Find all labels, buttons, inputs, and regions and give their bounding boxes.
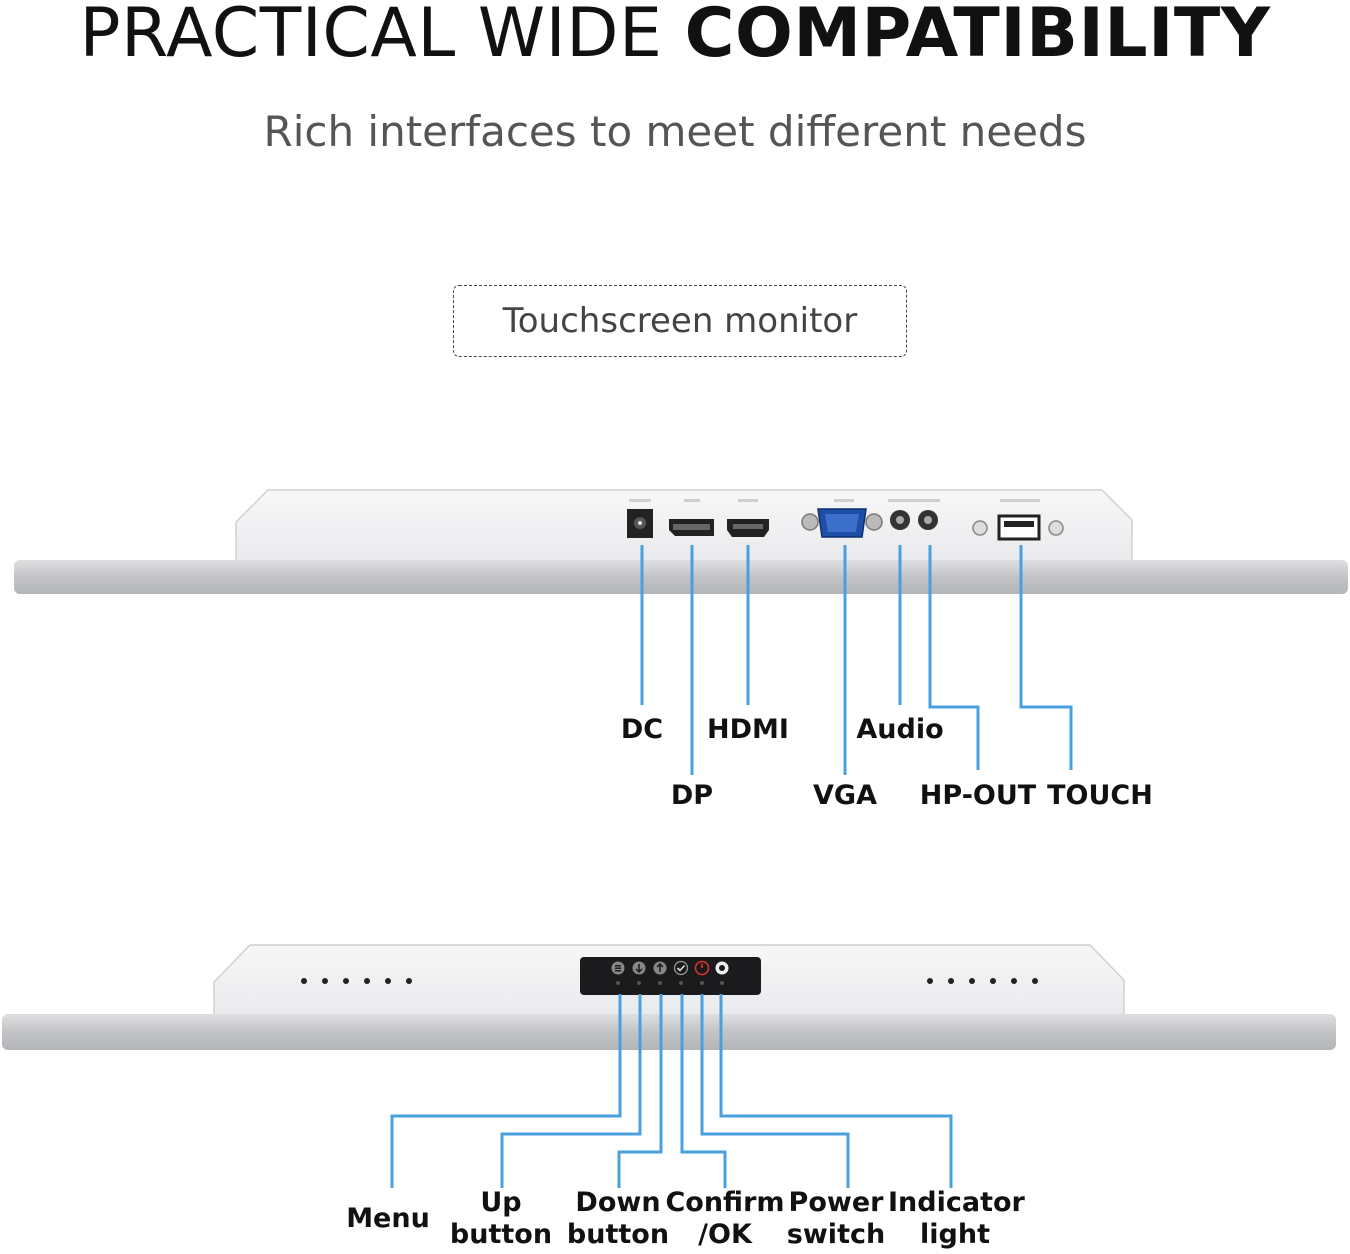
rear-port-panel: [14, 489, 1348, 594]
label-confirm-ok: Confirm /OK: [665, 1187, 785, 1250]
label-hdmi: HDMI: [707, 714, 789, 745]
page-subtitle: Rich interfaces to meet different needs: [263, 107, 1087, 156]
vga-port-icon: [801, 508, 883, 538]
label-power-switch: Power switch: [786, 1187, 886, 1250]
menu-icon: [611, 961, 625, 975]
label-touch: TOUCH: [1047, 780, 1153, 811]
label-vga: VGA: [813, 780, 877, 811]
label-down-button: Down button: [566, 1187, 670, 1250]
hp-out-port-icon: [918, 510, 938, 530]
label-up-button: Up button: [449, 1187, 553, 1250]
label-dp: DP: [670, 780, 714, 811]
title-bold: COMPATIBILITY: [684, 0, 1271, 73]
product-badge: Touchscreen monitor: [453, 285, 907, 357]
monitor-frame-top: [14, 560, 1348, 594]
title-light: PRACTICAL WIDE: [79, 0, 663, 73]
monitor-frame-bottom: [2, 1014, 1336, 1050]
label-dc: DC: [620, 714, 664, 745]
button-strip: [580, 957, 761, 995]
displayport-icon: [669, 519, 714, 536]
indicator-light-icon: [715, 961, 729, 975]
audio-port-icon: [890, 510, 910, 530]
label-menu: Menu: [346, 1203, 430, 1234]
label-audio: Audio: [856, 714, 944, 745]
hdmi-port-icon: [727, 519, 769, 537]
label-hp-out: HP-OUT: [919, 780, 1037, 811]
dc-port-icon: [627, 509, 653, 538]
down-arrow-icon: [632, 961, 646, 975]
power-icon: [694, 960, 710, 976]
port-callout-lines: [640, 545, 1073, 775]
confirm-check-icon: [673, 960, 689, 976]
up-arrow-icon: [653, 961, 667, 975]
page-title: PRACTICAL WIDE COMPATIBILITY: [0, 0, 1350, 74]
vent-dots: [301, 978, 1038, 984]
label-indicator-light: Indicator light: [888, 1187, 1025, 1250]
button-callout-lines: [390, 994, 953, 1188]
touch-usb-port-icon: [972, 514, 1064, 541]
